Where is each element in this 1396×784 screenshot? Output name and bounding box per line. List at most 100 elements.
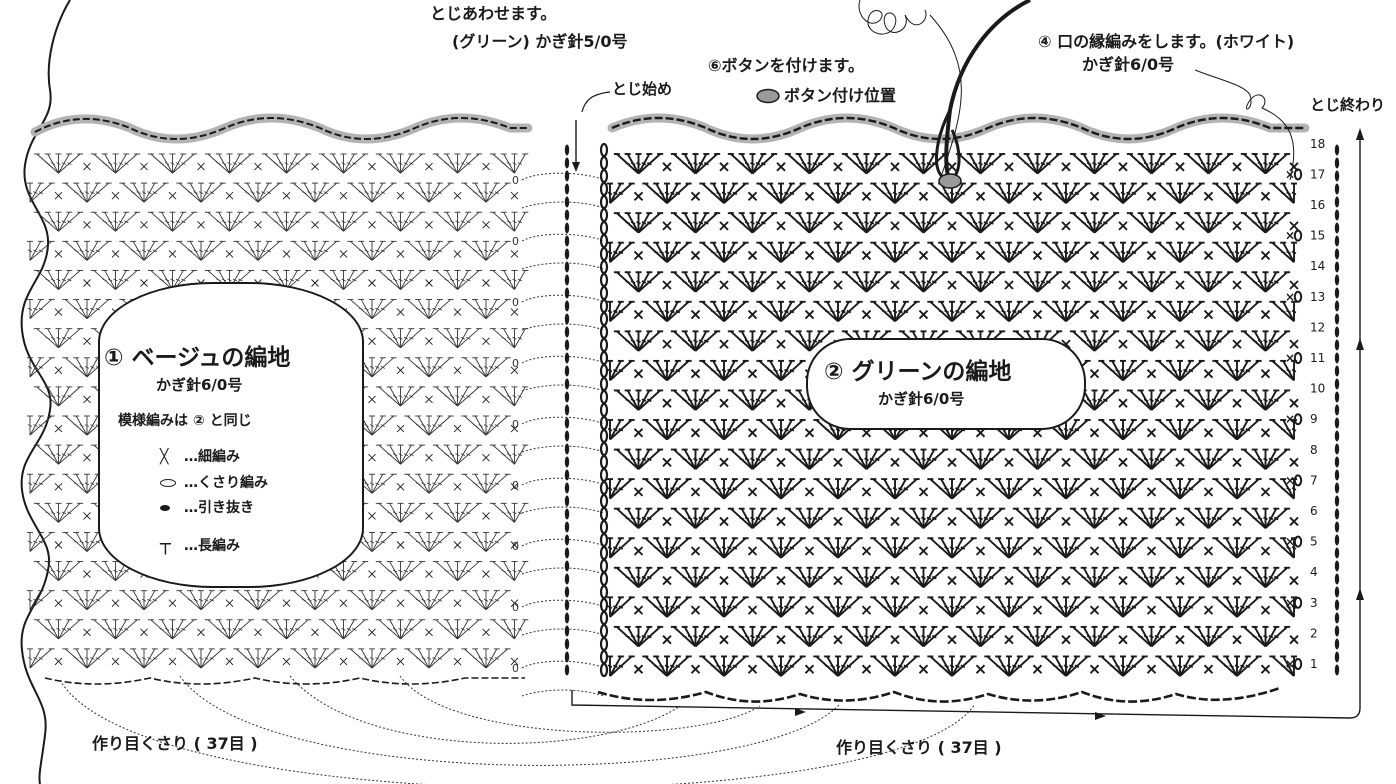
green-dc-bar: [760, 516, 766, 521]
beige-sc-stitch: [54, 599, 63, 608]
green-dc-bar: [636, 634, 641, 639]
green-dc-bar: [801, 516, 807, 521]
green-dc-bar: [682, 516, 688, 521]
green-dc-bar: [659, 368, 664, 373]
beige-dc-bar: [489, 540, 494, 544]
green-dc-bar: [659, 664, 664, 668]
green-dc-bar: [1240, 546, 1245, 550]
green-dc-bar: [1234, 546, 1240, 550]
green-dc-bar: [949, 664, 955, 668]
beige-dc-bar: [50, 336, 56, 340]
green-dc-bar: [960, 664, 966, 668]
beige-dc-bar: [335, 162, 341, 165]
green-dc-bar: [727, 664, 732, 668]
green-dc-bar: [710, 605, 716, 609]
green-dc-bar: [732, 664, 738, 668]
green-dc-bar: [915, 516, 921, 521]
beige-dc-bar: [517, 511, 523, 515]
green-dc-bar: [1024, 457, 1030, 462]
beige-dc-bar: [421, 657, 426, 660]
green-dc-bar: [846, 487, 852, 491]
beige-dc-bar: [181, 220, 186, 224]
green-dc-bar: [824, 487, 830, 491]
green-dc-bar: [972, 634, 978, 639]
green-dc-bar: [830, 605, 835, 609]
green-sc-stitch: [1289, 634, 1299, 645]
beige-dc-bar: [187, 598, 193, 602]
green-dc-bar: [618, 664, 624, 668]
beige-dc-bar: [460, 220, 466, 224]
beige-dc-bar: [79, 482, 84, 486]
beige-dc-bar: [90, 424, 95, 427]
beige-dc-bar: [517, 453, 523, 457]
green-dc-bar: [721, 487, 727, 491]
beige-dc-bar: [415, 598, 421, 602]
beige-dc-bar: [494, 598, 500, 602]
green-dc-bar: [1200, 634, 1206, 639]
beige-sc-stitch: [453, 541, 462, 549]
beige-dc-bar: [444, 569, 449, 573]
green-dc-bar: [1086, 634, 1092, 639]
beige-dc-bar: [73, 540, 79, 544]
beige-dc-bar: [33, 424, 38, 427]
beige-sc-stitch: [368, 570, 376, 578]
green-dc-bar: [1240, 664, 1245, 668]
green-dc-bar: [835, 428, 841, 432]
green-dc-bar: [750, 634, 755, 639]
beige-dc-bar: [512, 569, 517, 573]
green-dc-bar: [915, 457, 921, 462]
beige-sc-stitch: [510, 424, 519, 433]
beige-dc-bar: [295, 627, 300, 631]
beige-dc-bar: [209, 598, 215, 602]
green-dc-bar: [967, 575, 973, 580]
green-dc-bar: [1149, 516, 1154, 521]
beige-dc-bar: [375, 540, 380, 544]
beige-dc-bar: [175, 627, 181, 631]
beige-dc-bar: [449, 453, 455, 457]
green-dc-bar: [784, 664, 789, 668]
beige-dc-bar: [45, 336, 50, 340]
green-dc-bar: [693, 398, 698, 402]
green-sc-stitch: [776, 516, 786, 527]
beige-dc-bar: [250, 191, 255, 195]
beige-dc-bar: [193, 191, 198, 195]
beige-dc-bar: [79, 540, 84, 544]
beige-dc-bar: [437, 482, 443, 486]
green-dc-bar: [646, 398, 652, 402]
green-dc-bar: [1166, 605, 1172, 609]
green-dc-bar: [641, 634, 647, 639]
beige-dc-bar: [113, 569, 118, 573]
beige-dc-bar: [489, 424, 494, 427]
beige-sc-stitch: [168, 599, 177, 608]
beige-dc-bar: [449, 511, 455, 515]
beige-dc-bar: [170, 220, 175, 224]
beige-dc-bar: [483, 365, 489, 369]
beige-dc-bar: [426, 365, 432, 369]
green-sc-stitch: [690, 428, 701, 438]
green-sc-stitch: [633, 368, 644, 379]
green-dc-bar: [1177, 664, 1183, 668]
beige-dc-bar: [494, 249, 500, 253]
beige-dc-bar: [341, 162, 346, 165]
green-dc-bar: [910, 516, 916, 521]
beige-sc-stitch: [425, 512, 433, 520]
green-dc-bar: [778, 487, 784, 491]
green-sc-stitch: [804, 605, 815, 615]
green-dc-bar: [830, 487, 835, 491]
beige-sc-stitch: [396, 308, 405, 316]
beige-dc-bar: [472, 249, 478, 253]
beige-dc-bar: [27, 424, 33, 427]
green-sc-stitch: [1175, 634, 1185, 645]
green-dc-bar: [1092, 634, 1097, 639]
green-dc-bar: [646, 516, 652, 521]
beige-dc-bar: [147, 191, 152, 195]
green-dc-bar: [607, 487, 613, 491]
beige-dc-bar: [426, 540, 432, 544]
green-dc-bar: [646, 634, 652, 639]
beige-dc-bar: [346, 569, 352, 573]
green-dc-bar: [1102, 634, 1108, 639]
green-sc-stitch: [719, 516, 729, 527]
green-sc-stitch: [918, 664, 929, 674]
beige-dc-bar: [227, 162, 232, 165]
green-dc-bar: [1102, 516, 1108, 521]
